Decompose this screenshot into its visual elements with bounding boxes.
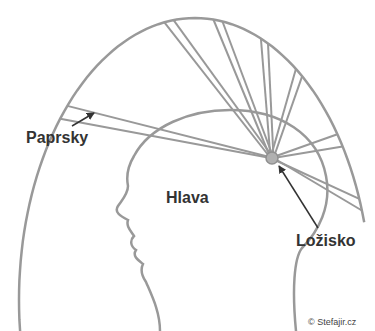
part-label: Hlava (166, 190, 209, 206)
leader-line (279, 166, 318, 228)
ray-line (174, 20, 274, 158)
part-label: Paprsky (26, 130, 88, 146)
head-outline (117, 110, 328, 331)
ray-line (274, 146, 343, 158)
ray-line (271, 134, 338, 158)
ray-line (268, 43, 274, 158)
ray-line (164, 22, 270, 158)
ray-line (274, 76, 303, 158)
ray-line (271, 69, 296, 158)
rays (60, 20, 362, 211)
watermark: © Stefajir.cz (308, 318, 356, 327)
part-label: Ložisko (296, 233, 356, 249)
dome-arc (19, 18, 364, 331)
leader-line (72, 113, 94, 126)
bearing (266, 152, 278, 164)
